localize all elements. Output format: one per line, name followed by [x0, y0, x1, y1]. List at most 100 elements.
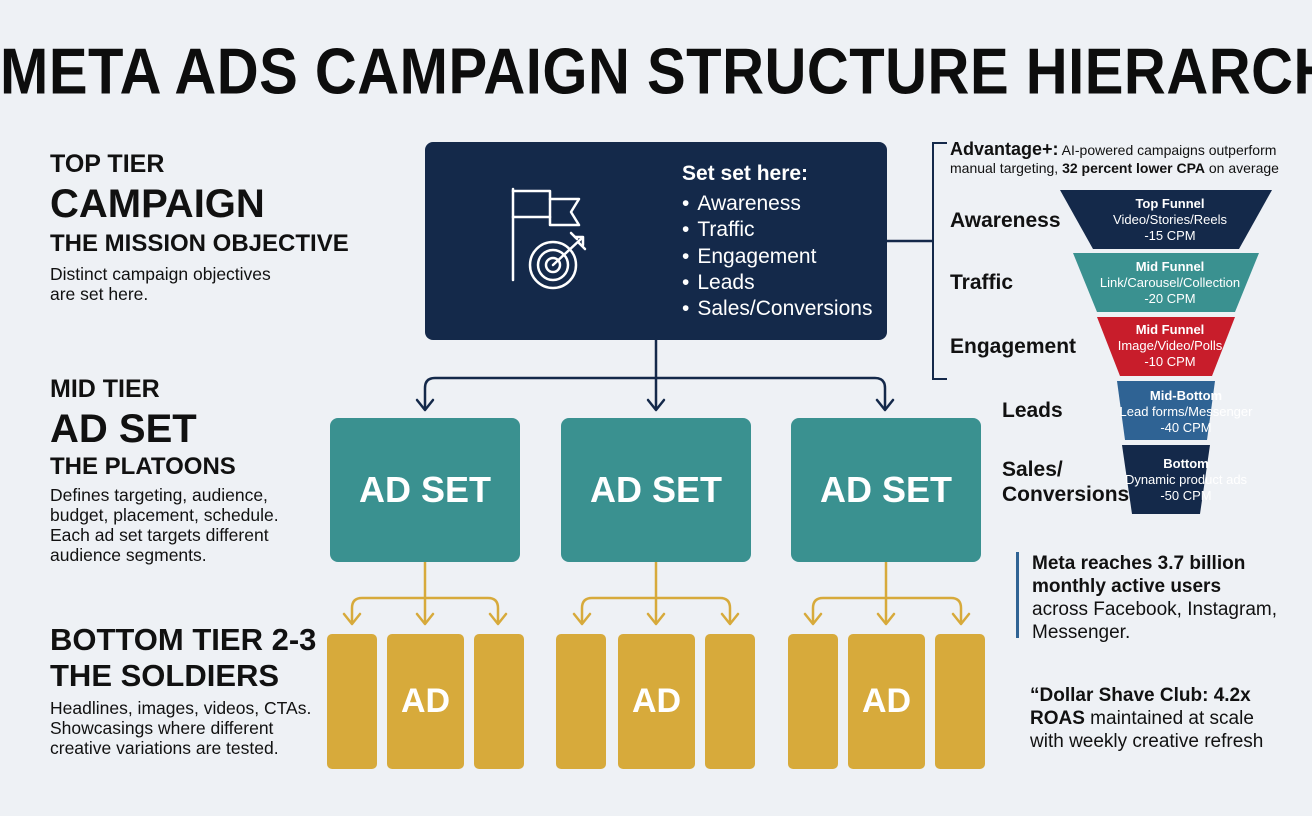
funnel-mid-bottom-text: Mid-Bottom Lead forms/Messenger -40 CPM	[1096, 388, 1276, 436]
ad-tile	[705, 634, 755, 769]
stage-sales-line: Sales/	[1002, 458, 1063, 481]
bottom-tier-desc-line: creative variations are tested.	[50, 738, 279, 758]
bottom-tier-desc-line: Showcasings where different	[50, 718, 274, 738]
page-title: META ADS CAMPAIGN STRUCTURE HIERARCHY	[0, 35, 1312, 108]
advantage-text: on average	[1204, 160, 1279, 176]
ad-tile	[327, 634, 377, 769]
mid-tier-name: AD SET	[50, 407, 197, 451]
funnel-level-top	[1060, 190, 1272, 249]
ad-set-box: AD SET	[791, 418, 981, 562]
advantage-highlight: 32 percent lower CPA	[1062, 160, 1205, 176]
funnel-level-formats: Link/Carousel/Collection	[1099, 275, 1241, 290]
bottom-tier-label: BOTTOM TIER 2-3	[50, 622, 317, 657]
funnel-level-cpm: -20 CPM	[1144, 291, 1196, 306]
reach-fact-headline: Meta reaches 3.7 billion	[1032, 553, 1246, 574]
case-study-headline: “Dollar Shave Club: 4.2x	[1030, 685, 1251, 706]
mid-tier-label: MID TIER	[50, 375, 160, 403]
ad-tile	[474, 634, 524, 769]
funnel-level-title: Mid Funnel	[1135, 322, 1205, 337]
funnel-level-title: Top Funnel	[1135, 196, 1205, 211]
funnel-level-formats: Image/Video/Polls	[1117, 338, 1223, 353]
ad-tile	[788, 634, 838, 769]
stage-awareness: Awareness	[950, 209, 1061, 232]
funnel-level-formats: Dynamic product ads	[1124, 472, 1248, 487]
funnel-level-title: Mid Funnel	[1135, 259, 1205, 274]
objective-item: Leads	[682, 270, 872, 296]
advantage-bracket	[932, 142, 947, 380]
arrowheads-adset1	[342, 612, 508, 626]
arrowhead-right	[875, 398, 895, 412]
funnel-level-mid-traffic	[1073, 253, 1259, 312]
top-tier-desc-line: are set here.	[50, 284, 149, 304]
connector-adset3-split	[811, 596, 963, 624]
funnel-level-mid-engagement	[1097, 317, 1235, 376]
advantage-text: manual targeting,	[950, 160, 1063, 176]
funnel-mid2-text: Mid Funnel Image/Video/Polls -10 CPM	[1070, 322, 1270, 370]
advantage-note: Advantage+: AI-powered campaigns outperf…	[950, 140, 1300, 177]
mid-tier-desc-line: Defines targeting, audience,	[50, 485, 268, 505]
reach-fact: Meta reaches 3.7 billion monthly active …	[1032, 552, 1277, 644]
funnel-mid1-text: Mid Funnel Link/Carousel/Collection -20 …	[1070, 259, 1270, 307]
funnel-level-cpm: -10 CPM	[1144, 354, 1196, 369]
ad-set-box: AD SET	[561, 418, 751, 562]
ad-tile-main: AD	[848, 634, 925, 769]
case-study-text: maintained at scale	[1084, 708, 1254, 729]
mid-tier-desc-line: Each ad set targets different	[50, 525, 269, 545]
funnel-bottom-text: Bottom Dynamic product ads -50 CPM	[1096, 456, 1276, 504]
ad-tile-main: AD	[618, 634, 695, 769]
reach-fact-headline: monthly active users	[1032, 576, 1222, 597]
funnel-level-formats: Lead forms/Messenger	[1119, 404, 1253, 419]
case-study-text: with weekly creative refresh	[1030, 731, 1264, 752]
funnel-level-mid-bottom	[1117, 381, 1215, 440]
funnel-level-title: Bottom	[1163, 456, 1209, 471]
ad-tile-main: AD	[387, 634, 464, 769]
fact-accent-bar	[1016, 552, 1019, 638]
objective-item: Sales/Conversions	[682, 296, 872, 322]
advantage-lead: Advantage+:	[950, 139, 1059, 159]
stage-leads: Leads	[1002, 399, 1063, 422]
ad-set-box: AD SET	[330, 418, 520, 562]
connector-campaign-split	[423, 376, 887, 410]
top-tier-desc: Distinct campaign objectives are set her…	[50, 264, 271, 304]
connector-adset2-split	[580, 596, 732, 624]
bottom-tier-desc-line: Headlines, images, videos, CTAs.	[50, 698, 312, 718]
stage-engagement: Engagement	[950, 335, 1077, 358]
funnel-top-text: Top Funnel Video/Stories/Reels -15 CPM	[1070, 196, 1270, 244]
objective-item: Awareness	[682, 191, 872, 217]
funnel-level-formats: Video/Stories/Reels	[1113, 212, 1227, 227]
funnel-level-title: Mid-Bottom	[1149, 388, 1223, 403]
arrowheads-adset3	[803, 612, 971, 626]
top-tier-label: TOP TIER	[50, 150, 165, 178]
ad-tile	[556, 634, 606, 769]
funnel-graphic	[1060, 190, 1272, 514]
reach-fact-text: across Facebook, Instagram,	[1032, 599, 1277, 620]
arrowhead-center	[646, 398, 666, 412]
top-tier-sub: THE MISSION OBJECTIVE	[50, 230, 349, 257]
objective-list: Awareness Traffic Engagement Leads Sales…	[682, 191, 872, 322]
flag-target-icon	[511, 187, 587, 290]
mid-tier-sub: THE PLATOONS	[50, 453, 236, 480]
top-tier-name: CAMPAIGN	[50, 182, 265, 226]
funnel-level-cpm: -40 CPM	[1160, 420, 1212, 435]
funnel-level-bottom	[1122, 445, 1210, 514]
bottom-tier-desc: Headlines, images, videos, CTAs. Showcas…	[50, 698, 311, 758]
mid-tier-desc-line: budget, placement, schedule.	[50, 505, 279, 525]
advantage-text: AI-powered campaigns outperform	[1058, 142, 1277, 158]
stage-traffic: Traffic	[950, 271, 1014, 294]
case-study-fact: “Dollar Shave Club: 4.2x ROAS maintained…	[1030, 684, 1263, 753]
objective-item: Traffic	[682, 217, 872, 243]
top-tier-desc-line: Distinct campaign objectives	[50, 264, 271, 284]
reach-fact-text: Messenger.	[1032, 622, 1131, 643]
mid-tier-desc: Defines targeting, audience, budget, pla…	[50, 485, 279, 565]
case-study-highlight: ROAS	[1030, 708, 1085, 729]
funnel-level-cpm: -50 CPM	[1160, 488, 1212, 503]
arrowheads-adset2	[572, 612, 740, 626]
mid-tier-desc-line: audience segments.	[50, 545, 207, 565]
funnel-level-cpm: -15 CPM	[1144, 228, 1196, 243]
ad-tile	[935, 634, 985, 769]
campaign-heading: Set set here:	[682, 162, 809, 185]
objective-item: Engagement	[682, 244, 872, 270]
bottom-tier-sub: THE SOLDIERS	[50, 658, 280, 693]
connector-adset1-split	[350, 596, 500, 624]
